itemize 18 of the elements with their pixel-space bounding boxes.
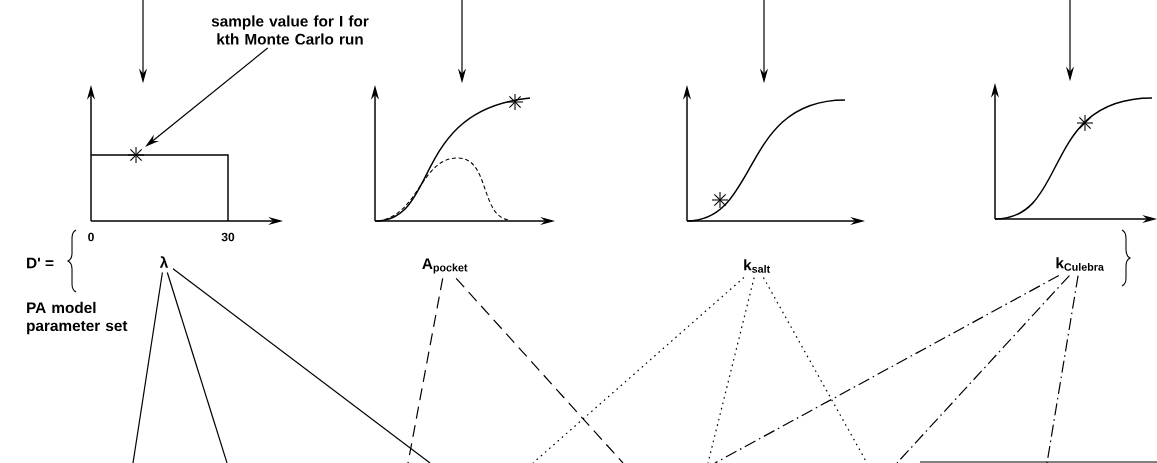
parameter-label: λ xyxy=(159,256,169,268)
connector-line xyxy=(455,277,624,463)
connector-line xyxy=(172,268,431,463)
connector-line xyxy=(166,271,228,463)
parameter-label: k$_{Culebra}$ xyxy=(1056,257,1104,271)
connector-line xyxy=(896,274,1070,463)
equation-label: D' = xyxy=(27,257,54,269)
parameter-label: k$_{salt}$ xyxy=(744,259,771,273)
connector-line xyxy=(714,274,1060,463)
connector-line xyxy=(132,271,163,463)
connector-line xyxy=(407,277,444,463)
connector-line xyxy=(707,276,755,463)
parameter-label: A$_{pocket}$ xyxy=(422,258,468,274)
set-label: PA model parameter set xyxy=(27,301,128,335)
annotation-text: sample value for I for kth Monte Carlo run xyxy=(211,15,369,45)
connector-line xyxy=(762,276,868,463)
connector-line xyxy=(532,276,745,463)
connector-line xyxy=(1046,274,1079,463)
